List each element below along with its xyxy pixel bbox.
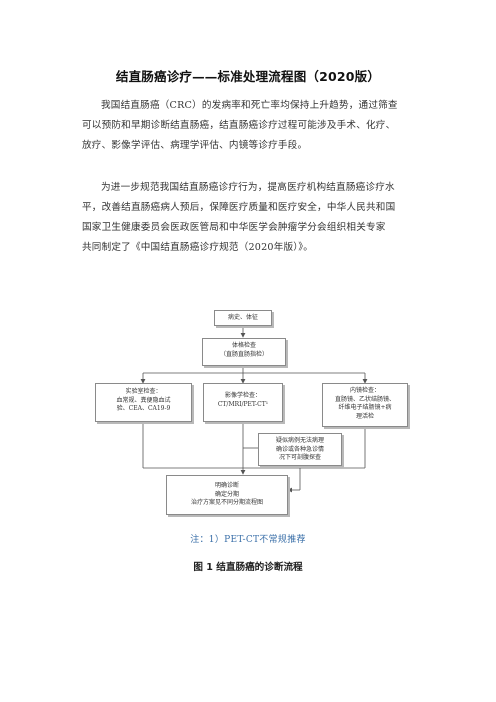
history-box: 病史、体征 xyxy=(214,310,272,326)
paragraph-line: 放疗、影像学评估、病理学评估、内镜等诊疗手段。 xyxy=(82,140,308,151)
paragraph-line: 共同制定了《中国结直肠癌诊疗规范（2020年版）》。 xyxy=(82,242,314,253)
paragraph-line: 国家卫生健康委员会医政医管局和中华医学会肿瘤学分会组织相关专家 xyxy=(82,222,386,233)
purpose-paragraph: 为进一步规范我国结直肠癌诊疗行为，提高医疗机构结直肠癌诊疗水 平，改善结直肠癌病… xyxy=(82,178,414,258)
endoscopy-box: 内镜检查： 直肠镜、乙状结肠镜、 纤维电子结肠镜+病 理活检 xyxy=(322,383,408,427)
suspected-case-box: 疑似病例无法病理 确诊或各种急诊情 况下可剖腹探查 xyxy=(258,433,342,466)
paragraph-line: 平，改善结直肠癌病人预后，保障医疗质量和医疗安全，中华人民共和国 xyxy=(82,202,396,213)
paragraph-line: 可以预防和早期诊断结直肠癌，结直肠癌诊疗过程可能涉及手术、化疗、 xyxy=(82,120,396,131)
paragraph-line: 为进一步规范我国结直肠癌诊疗行为，提高医疗机构结直肠癌诊疗水 xyxy=(101,182,395,193)
imaging-box: 影像学检查： CT/MRI/PET-CT¹ xyxy=(203,383,283,422)
figure-note: 注：1）PET-CT不常规推荐 xyxy=(190,535,306,545)
intro-paragraph: 我国结直肠癌（CRC）的发病率和死亡率均保持上升趋势，通过筛查 可以预防和早期诊… xyxy=(82,96,414,156)
paragraph-line: 我国结直肠癌（CRC）的发病率和死亡率均保持上升趋势，通过筛查 xyxy=(101,100,398,111)
diagnosis-box: 明确诊断 确定分期 治疗方案见不同分期流程图 xyxy=(166,475,288,515)
physical-exam-box: 体格检查 （直肠直肠指检） xyxy=(202,338,286,366)
document-title: 结直肠癌诊疗——标准处理流程图（2020版） xyxy=(115,69,381,84)
figure-caption: 图 1 结直肠癌的诊断流程 xyxy=(193,562,303,573)
lab-tests-box: 实验室检查： 血常规、粪便隐血试 验、CEA、CA19-9 xyxy=(95,383,192,422)
